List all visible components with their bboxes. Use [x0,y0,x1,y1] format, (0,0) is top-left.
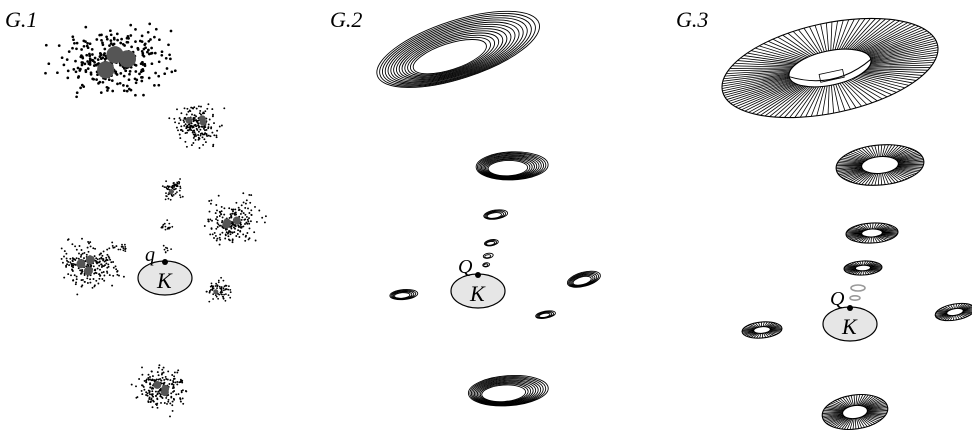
point-q [847,305,853,311]
panel-g2: G.2 K Q [330,7,601,407]
spoke-annulus [721,17,939,119]
spoke-annulus [821,394,889,430]
dot-cluster [203,192,267,246]
ring-ellipse [482,252,494,259]
panel-g1: G.1 K q [5,7,267,418]
ring-ellipse [467,375,549,407]
dot-cluster [168,103,226,149]
spoke-annulus [845,222,899,244]
point-label-q: q [145,244,155,266]
panel-label-g3: G.3 [676,7,708,32]
panel-label-g1: G.1 [5,7,37,32]
point-q [162,259,168,265]
core-label-k: K [841,314,858,339]
dot-cluster [117,243,127,253]
spoke-annulus [741,321,783,339]
ring-ellipse [483,209,509,220]
dot-cluster [205,276,232,303]
core-label-k: K [156,268,173,293]
spoke-annulus [934,302,972,322]
dot-cluster [160,219,174,231]
core-label-k: K [469,281,486,306]
point-q [475,272,481,278]
dot-cluster [161,178,184,201]
dot-cluster [44,22,177,99]
ring-ellipse [484,239,499,247]
panel-label-g2: G.2 [330,7,362,32]
point-label-q: Q [830,288,845,310]
dot-cluster [60,237,125,296]
spoke-annulus [843,260,883,276]
ring-ellipse [535,310,556,319]
point-label-q: Q [458,256,473,278]
ghost-ring [850,284,866,292]
ring-ellipse [566,270,601,288]
dot-cluster [162,244,173,254]
dot-cluster [130,364,188,418]
ring-ellipse [389,288,419,301]
panel-g3: G.3 K Q [676,7,972,430]
spoke-annulus [835,144,925,186]
ring-ellipse [475,151,549,181]
ring-ellipse [482,262,491,268]
ring-ellipse [376,10,540,88]
ghost-ring [849,294,861,301]
